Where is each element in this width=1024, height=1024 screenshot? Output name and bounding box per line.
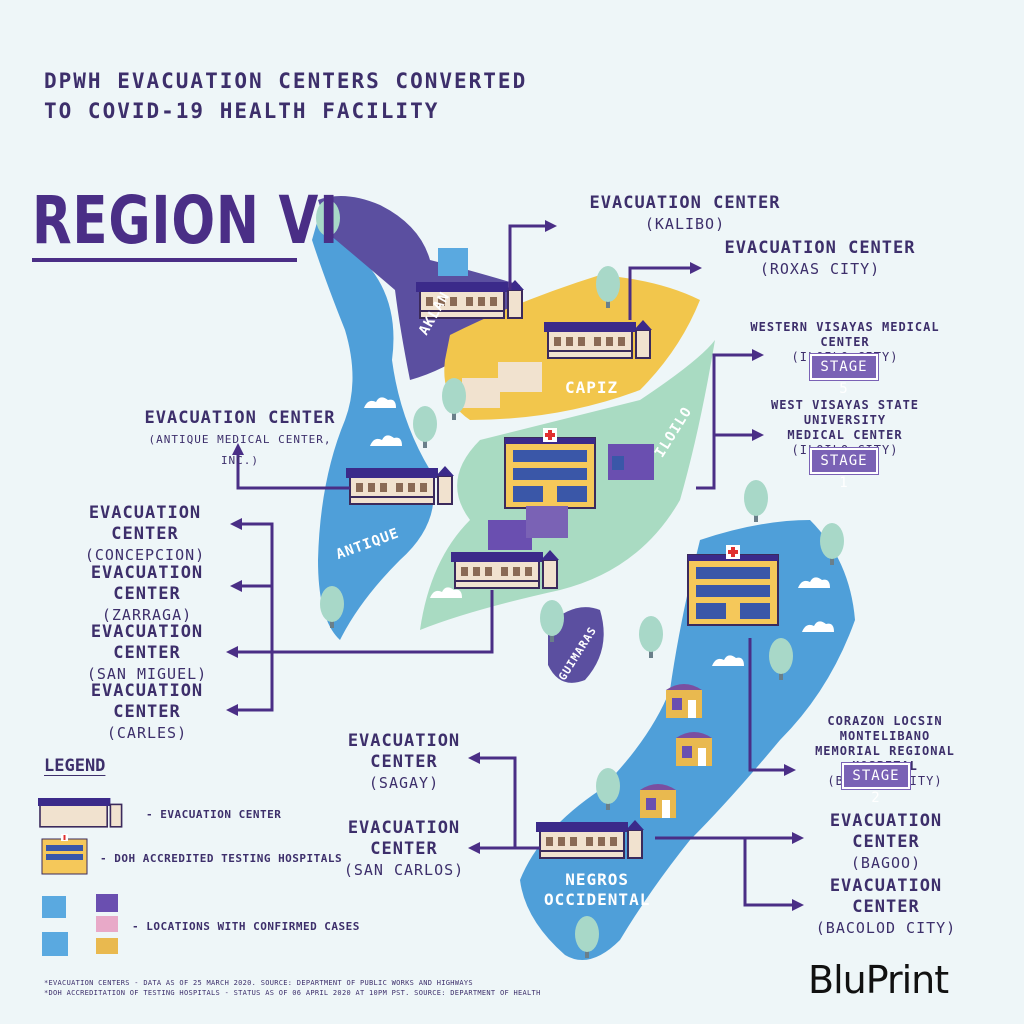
footnote-1: *EVACUATION CENTERS - DATA AS OF 25 MARC… <box>44 979 473 987</box>
bagoo-name: EVACUATION CENTER <box>829 811 943 852</box>
concepcion-name: EVACUATION CENTER <box>88 503 202 544</box>
carles-location: (CARLES) <box>106 724 188 742</box>
wvsu-stage-badge: STAGE 1 <box>809 447 879 491</box>
roxas-location: (ROXAS CITY) <box>759 260 881 278</box>
antique-name: EVACUATION CENTER <box>144 408 336 428</box>
province-negros-line-2: OCCIDENTAL <box>544 890 651 909</box>
clmmrh-name-1: CORAZON LOCSIN MONTELIBANO <box>827 714 943 743</box>
zarraga-location: (ZARRAGA) <box>101 606 193 624</box>
legend-icons <box>38 798 123 956</box>
wvmc-name: WESTERN VISAYAS MEDICAL CENTER <box>750 320 940 349</box>
san-carlos-location: (SAN CARLOS) <box>343 861 465 879</box>
bluprint-logo: BluPrint <box>808 958 949 1002</box>
kalibo-name: EVACUATION CENTER <box>589 193 781 213</box>
wvmc-stage-badge: STAGE 5 <box>809 353 879 397</box>
wvsu-name-1: WEST VISAYAS STATE UNIVERSITY <box>770 398 920 427</box>
legend-title: LEGEND <box>44 756 106 776</box>
region-heading: REGION VI <box>32 182 340 259</box>
concepcion-location: (CONCEPCION) <box>84 546 206 564</box>
bagoo-location: (BAGOO) <box>850 854 922 872</box>
carles-name: EVACUATION CENTER <box>90 681 204 722</box>
wvsu-name-2: MEDICAL CENTER <box>787 428 903 442</box>
bacolod-name: EVACUATION CENTER <box>829 876 943 917</box>
bacolod-location: (BACOLOD CITY) <box>815 919 957 937</box>
label-antique: EVACUATION CENTER (ANTIQUE MEDICAL CENTE… <box>140 408 340 471</box>
label-bagoo: EVACUATION CENTER (BAGOO) <box>796 811 976 874</box>
province-capiz: CAPIZ <box>565 378 619 397</box>
title-line-1: DPWH EVACUATION CENTERS CONVERTED <box>44 69 528 93</box>
legend-testing-hospitals: - DOH ACCREDITED TESTING HOSPITALS <box>100 852 343 865</box>
label-san-miguel: EVACUATION CENTER (SAN MIGUEL) <box>52 622 242 685</box>
province-negros-occidental: NEGROS OCCIDENTAL <box>544 870 650 910</box>
san-carlos-name: EVACUATION CENTER <box>347 818 461 859</box>
label-kalibo: EVACUATION CENTER (KALIBO) <box>550 193 820 235</box>
province-negros-line-1: NEGROS <box>565 870 630 889</box>
san-miguel-name: EVACUATION CENTER <box>90 622 204 663</box>
clmmrh-stage-badge: STAGE 2 <box>841 762 911 806</box>
label-roxas: EVACUATION CENTER (ROXAS CITY) <box>685 238 955 280</box>
legend-evacuation-center: - EVACUATION CENTER <box>146 808 282 821</box>
label-bacolod: EVACUATION CENTER (BACOLOD CITY) <box>796 876 976 939</box>
sagay-location: (SAGAY) <box>368 774 440 792</box>
region-underline <box>32 258 297 262</box>
page-title: DPWH EVACUATION CENTERS CONVERTED TO COV… <box>44 66 527 126</box>
footnote-2: *DOH ACCREDITATION OF TESTING HOSPITALS … <box>44 989 541 997</box>
roxas-name: EVACUATION CENTER <box>724 238 916 258</box>
label-san-carlos: EVACUATION CENTER (SAN CARLOS) <box>314 818 494 881</box>
san-miguel-location: (SAN MIGUEL) <box>86 665 208 683</box>
label-zarraga: EVACUATION CENTER (ZARRAGA) <box>52 563 242 626</box>
zarraga-name: EVACUATION CENTER <box>90 563 204 604</box>
sagay-name: EVACUATION CENTER <box>347 731 461 772</box>
antique-location: (ANTIQUE MEDICAL CENTER, INC.) <box>148 433 332 467</box>
label-carles: EVACUATION CENTER (CARLES) <box>52 681 242 744</box>
label-concepcion: EVACUATION CENTER (CONCEPCION) <box>50 503 240 566</box>
label-sagay: EVACUATION CENTER (SAGAY) <box>314 731 494 794</box>
title-line-2: TO COVID-19 HEALTH FACILITY <box>44 99 440 123</box>
legend-confirmed-cases: - LOCATIONS WITH CONFIRMED CASES <box>132 920 360 933</box>
kalibo-location: (KALIBO) <box>644 215 726 233</box>
